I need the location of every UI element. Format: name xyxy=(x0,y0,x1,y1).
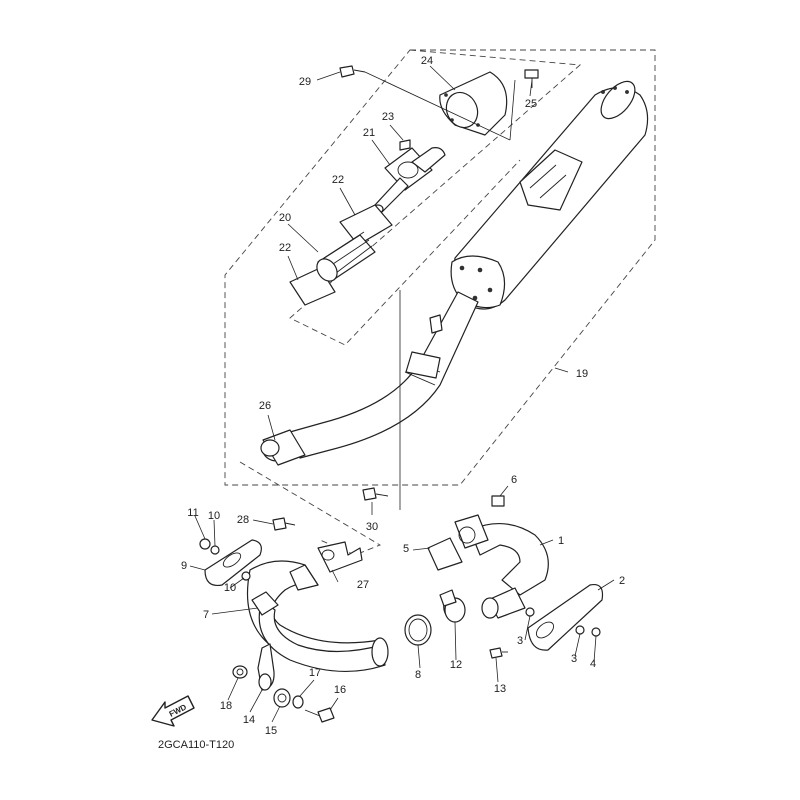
callout-18: 18 xyxy=(220,700,232,712)
leader-lines xyxy=(189,65,615,723)
callout-10a: 10 xyxy=(208,510,220,522)
callout-28: 28 xyxy=(237,514,249,526)
callout-6: 6 xyxy=(511,474,517,486)
inner-pipe-21 xyxy=(372,147,446,214)
callout-15: 15 xyxy=(265,725,277,737)
callout-9: 9 xyxy=(181,560,187,572)
silencer-insert-20 xyxy=(316,231,376,282)
callout-23: 23 xyxy=(382,111,394,123)
lower-pipe-boundary xyxy=(239,461,382,556)
callout-26: 26 xyxy=(259,400,271,412)
callout-16: 16 xyxy=(334,684,346,696)
callout-29: 29 xyxy=(299,76,311,88)
callout-10b: 10 xyxy=(224,582,236,594)
exhaust-header-pipe-7 xyxy=(246,560,389,672)
end-cap-24 xyxy=(439,71,508,136)
callout-3b: 3 xyxy=(571,653,577,665)
silencer-inlet-pipe xyxy=(289,291,479,459)
callout-3a: 3 xyxy=(517,635,523,647)
hardware xyxy=(199,65,601,723)
callout-11: 11 xyxy=(187,507,198,519)
callout-labels: 1 2 3 3 4 5 6 7 8 9 10 10 11 12 13 14 15… xyxy=(181,55,625,737)
clamp-12 xyxy=(439,589,466,623)
stay-14 xyxy=(257,643,275,691)
callout-30: 30 xyxy=(366,521,378,533)
callout-22b: 22 xyxy=(279,242,291,254)
callout-22a: 22 xyxy=(332,174,344,186)
callout-7: 7 xyxy=(203,609,209,621)
callout-20: 20 xyxy=(279,212,291,224)
callout-14: 14 xyxy=(243,714,255,726)
diagram-code: 2GCA110-T120 xyxy=(158,739,234,751)
callout-4: 4 xyxy=(590,658,596,670)
callout-21: 21 xyxy=(363,127,375,139)
fwd-arrow-icon: FWD xyxy=(151,695,195,727)
callout-8: 8 xyxy=(415,669,421,681)
assembly-19-boundary xyxy=(224,49,656,486)
exhaust-pipe-1 xyxy=(454,514,549,619)
callout-1: 1 xyxy=(558,535,564,547)
gasket-8 xyxy=(404,614,432,646)
callout-2: 2 xyxy=(619,575,625,587)
callout-13: 13 xyxy=(494,683,506,695)
gasket-5 xyxy=(427,537,463,571)
bracket-27 xyxy=(317,541,363,573)
callout-17: 17 xyxy=(309,667,321,679)
callout-24: 24 xyxy=(421,55,433,67)
protector-9 xyxy=(204,539,262,587)
callout-12: 12 xyxy=(450,659,462,671)
callout-25: 25 xyxy=(525,98,537,110)
callout-19: 19 xyxy=(576,368,588,380)
joint-ring-26 xyxy=(260,429,306,466)
callout-27: 27 xyxy=(357,579,369,591)
silencer-insert-boundary xyxy=(289,49,582,346)
muffler-body xyxy=(450,80,649,310)
protector-2 xyxy=(527,583,604,651)
gasket-22-upper xyxy=(339,204,393,246)
callout-5: 5 xyxy=(403,543,409,555)
